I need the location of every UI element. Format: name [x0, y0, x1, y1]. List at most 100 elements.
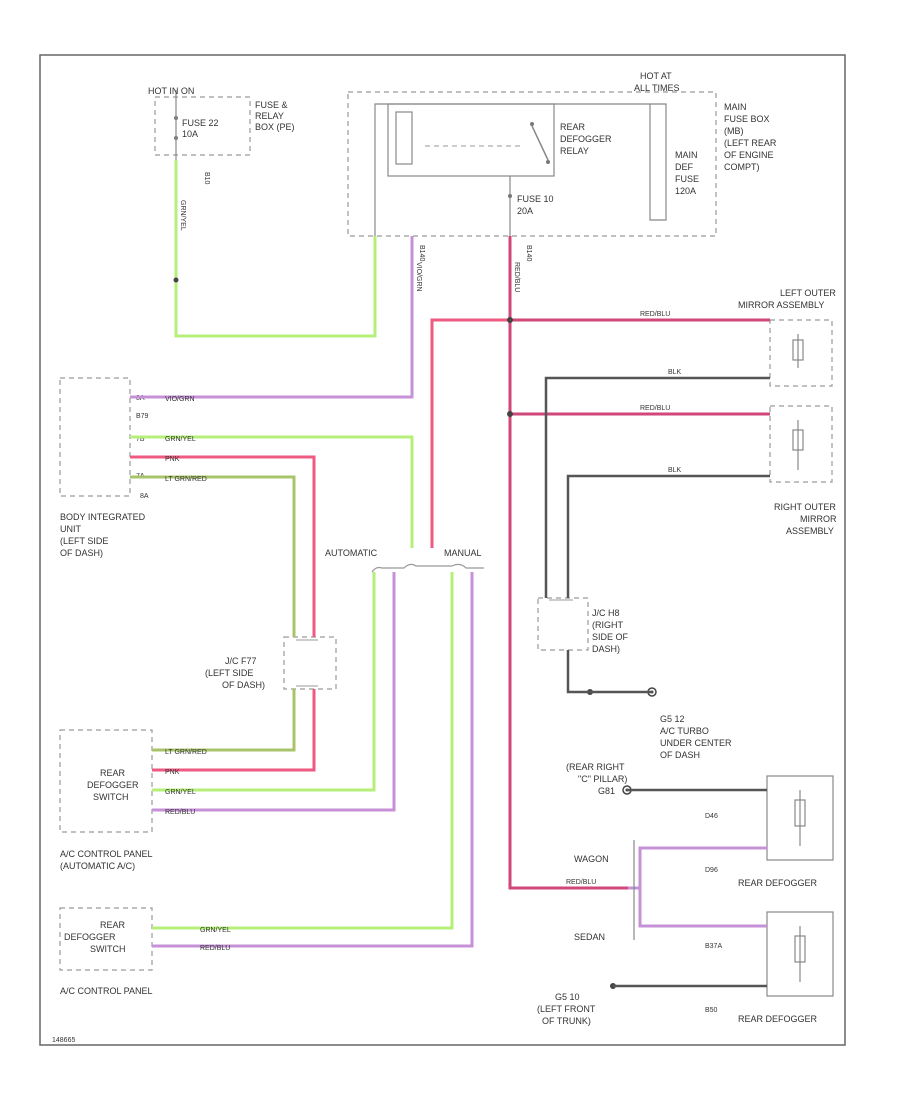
relay-label-3: RELAY [560, 146, 589, 156]
sw-man-wire-2: RED/BLU [200, 945, 230, 952]
fuse-box-pe-label-1: FUSE & [255, 100, 288, 110]
wire-code-lm-red-blu: RED/BLU [640, 311, 670, 318]
wire-pnk-biu [130, 455, 316, 637]
g510-label-1: G5 10 [555, 992, 580, 1002]
wagon-label: WAGON [574, 854, 609, 864]
sw-auto-wire-3: GRN/YEL [165, 789, 196, 796]
sedan-label: SEDAN [574, 932, 605, 942]
g-rear-right-label-2: "C" PILLAR) [578, 774, 627, 784]
fuse-box-pe-label-2: RELAY [255, 111, 284, 121]
fuse-box-pe: HOT IN ON FUSE 22 10A FUSE & RELAY BOX (… [148, 86, 295, 160]
wire-pnk-sw [152, 689, 316, 772]
jc-right-label-2: (RIGHT [592, 620, 623, 630]
left-mirror-label-1: LEFT OUTER [780, 288, 836, 298]
rear-def-switch-label-2: DEFOGGER [87, 780, 139, 790]
wire-code-main-red-blu: RED/BLU [566, 879, 596, 886]
biu-label-1: BODY INTEGRATED [60, 512, 146, 522]
rear-def-switch-label-1: REAR [100, 768, 126, 778]
hot-all-times-2: ALL TIMES [634, 83, 680, 93]
mainfuse-label-1: MAIN [675, 150, 698, 160]
wire-blk-jc-ground [566, 650, 652, 694]
g-rear-right-label-3: G81 [598, 786, 615, 796]
main-fuse-box-3: (MB) [724, 126, 744, 136]
footer-code: 148665 [52, 1037, 75, 1044]
main-fuse-box-1: MAIN [724, 102, 747, 112]
ground-g512: G5 12 A/C TURBO UNDER CENTER OF DASH [587, 687, 732, 760]
diagram-frame [39, 54, 846, 1046]
mainfuse-label-3: FUSE [675, 174, 699, 184]
biu-label-4: OF DASH) [60, 548, 103, 558]
manual-label: MANUAL [444, 548, 482, 558]
main-fuse-box-6: COMPT) [724, 162, 760, 172]
rear-defogger-sedan-label: REAR DEFOGGER [738, 1014, 818, 1024]
sw-man-wire-1: GRN/YEL [200, 927, 231, 934]
conn-b140b: B140 [525, 245, 532, 261]
jc-right-label-1: J/C H8 [592, 608, 620, 618]
wire-grn-yel-auto [152, 572, 376, 792]
fuse22-label-1: FUSE 22 [182, 118, 219, 128]
main-fuse-box: HOT AT ALL TIMES MAIN FUSE BOX (MB) (LEF… [347, 71, 777, 237]
right-outer-mirror: RIGHT OUTER MIRROR ASSEMBLY [769, 405, 837, 536]
wire-red-blu-main [508, 236, 628, 890]
g512-label-2: A/C TURBO [660, 726, 709, 736]
biu-wire-2: GRN/YEL [165, 436, 196, 443]
wire-code-red-blu: RED/BLU [513, 262, 520, 292]
g510-label-3: OF TRUNK) [542, 1016, 591, 1026]
main-fuse-box-5: OF ENGINE [724, 150, 774, 160]
biu-wire-4: LT GRN/RED [165, 476, 207, 483]
biu-wire-3: PNK [165, 456, 180, 463]
wire-code-rm-red-blu: RED/BLU [640, 405, 670, 412]
fuse-box-pe-label-3: BOX (PE) [255, 122, 295, 132]
fuse10-label-1: FUSE 10 [517, 194, 554, 204]
relay-label-2: DEFOGGER [560, 134, 612, 144]
hot-run-label: HOT IN ON [148, 86, 194, 96]
ac-manual-label: A/C CONTROL PANEL [60, 986, 153, 996]
right-mirror-label-3: ASSEMBLY [786, 526, 834, 536]
wire-code-lm-blk: BLK [668, 369, 682, 376]
left-outer-mirror: LEFT OUTER MIRROR ASSEMBLY [738, 288, 836, 387]
wire-grn-yel-feed [174, 160, 377, 338]
wire-grn-yel-biu [130, 435, 414, 548]
conn-d46: D46 [705, 813, 718, 820]
wire-grn-yel-manual [152, 572, 454, 930]
ac-auto-label-2: (AUTOMATIC A/C) [60, 861, 135, 871]
junction-left: J/C F77 (LEFT SIDE OF DASH) [205, 636, 337, 690]
rear-defogger-sedan: REAR DEFOGGER [738, 911, 834, 1024]
rear-defogger-relay-box [387, 103, 555, 177]
ground-rear-right: (REAR RIGHT "C" PILLAR) G81 [566, 762, 632, 796]
wire-red-blu-to-switch [430, 318, 510, 548]
g510-label-2: (LEFT FRONT [537, 1004, 596, 1014]
option-splice [371, 563, 484, 573]
rear-def-switch-manual-1: REAR [100, 920, 126, 930]
jc-right-label-3: SIDE OF [592, 632, 629, 642]
right-mirror-label-2: MIRROR [800, 514, 837, 524]
body-integrated-unit: 8A B79 7B 7A 8A BODY INTEGRATED UNIT (LE… [59, 377, 149, 558]
wire-vio-grn [130, 236, 414, 399]
conn-b140a: B140 [418, 245, 425, 261]
wire-code-grn-yel: GRN/YEL [179, 200, 186, 231]
g512-label-1: G5 12 [660, 714, 685, 724]
wire-code-rm-blk: BLK [668, 467, 682, 474]
hot-all-times-1: HOT AT [640, 71, 672, 81]
wire-sedan-branch [638, 888, 767, 928]
biu-pin-2: B79 [136, 413, 149, 420]
sw-auto-wire-1: LT GRN/RED [165, 749, 207, 756]
rear-defogger-wagon: REAR DEFOGGER [738, 775, 834, 888]
wire-blk-right-mirror [566, 474, 770, 598]
g512-label-4: OF DASH [660, 750, 700, 760]
rear-def-switch-manual-3: SWITCH [90, 944, 126, 954]
conn-b50: B50 [705, 1007, 718, 1014]
mainfuse-label-2: DEF [675, 162, 694, 172]
left-mirror-label-2: MIRROR ASSEMBLY [738, 300, 824, 310]
automatic-label: AUTOMATIC [325, 548, 378, 558]
biu-pin-5: 8A [140, 493, 149, 500]
fuse22-label-2: 10A [182, 129, 198, 139]
fuse10-label-2: 20A [517, 206, 533, 216]
main-fuse-box-4: (LEFT REAR [724, 138, 777, 148]
jc-right-label-4: DASH) [592, 644, 620, 654]
jc-left-label-1: J/C F77 [225, 656, 257, 666]
wire-red-blu-manual [152, 572, 474, 948]
rear-def-switch-label-3: SWITCH [93, 792, 129, 802]
main-fuse-box-2: FUSE BOX [724, 114, 770, 124]
